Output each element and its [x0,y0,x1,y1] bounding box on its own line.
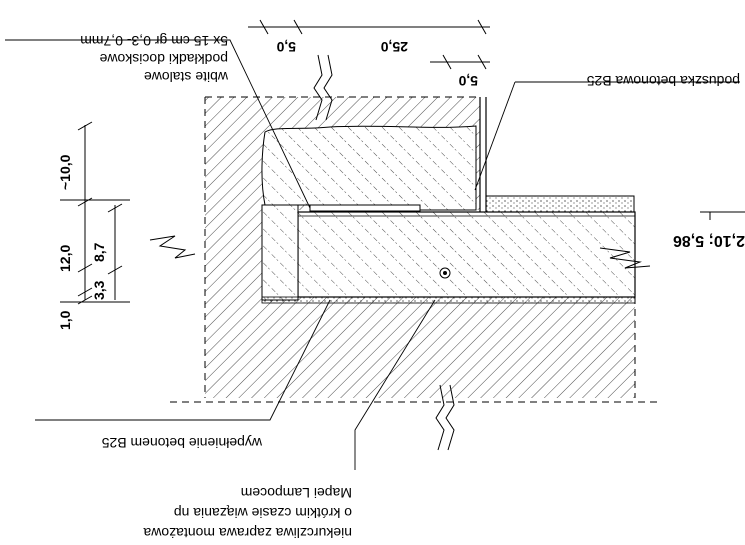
note-fill: wypełnienie betonem B25 [101,435,263,451]
note-cushion: poduszka betonowa B25 [586,73,740,89]
note-mortar-1: niekurczliwa zaprawa montażowa [143,525,352,541]
dim-top-25: 25,0 [381,39,408,55]
dim-right: 2,10; 5,86 [673,232,745,249]
dim-10: ~10,0 [57,154,73,190]
leader-lines [5,39,740,470]
concrete-cushion [261,125,477,211]
note-plates-3: wbite stalowe [144,69,229,85]
top-dimension-chain [248,19,490,70]
dim-top-5a: 5,0 [276,39,296,55]
dim-87: 8,7 [91,242,107,262]
dim-12: 12,0 [57,245,73,272]
fill-concrete [261,204,299,301]
mortar-layer [261,296,636,304]
dim-1: 1,0 [57,310,73,330]
dim-top-5b: 5,0 [458,73,478,89]
note-plates-1: 5x 15 cm gr 0,3- 0,7mm [80,33,228,49]
precast-slab [297,211,636,298]
left-dimension-chain [60,121,130,305]
dim-33: 3,3 [91,280,107,300]
topping-layer [485,195,635,213]
break-symbols [149,54,651,451]
note-mortar-3: Mapei Lampocem [241,485,352,501]
note-mortar-2: o krótkim czasie wiązania np [174,505,352,521]
steel-plates [309,204,421,212]
note-plates-2: podkładki dociskowe [99,51,228,67]
